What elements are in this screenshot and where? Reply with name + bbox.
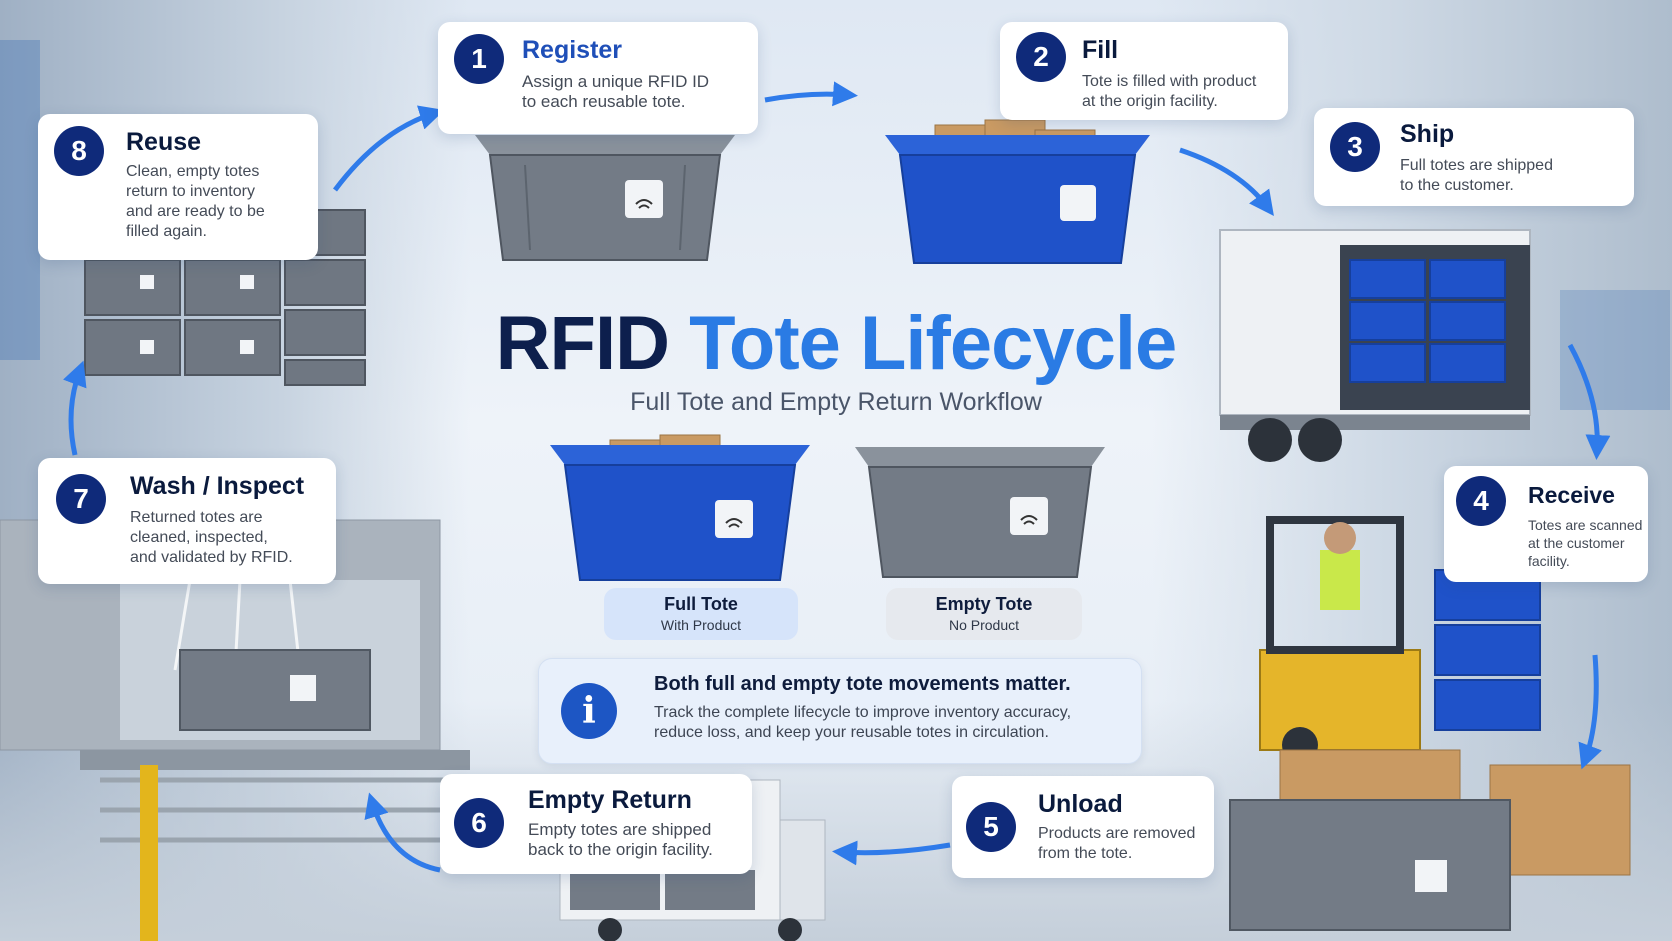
rfid-tag-icon	[290, 675, 316, 701]
info-text: Track the complete lifecycle to improve …	[654, 704, 1072, 741]
info-icon: i	[561, 683, 617, 739]
empty-tote-label: Empty Tote No Product	[886, 588, 1082, 640]
rfid-tag-icon	[1060, 185, 1096, 221]
arrow-icon	[333, 105, 445, 192]
arrow-icon	[832, 840, 951, 866]
fill-tote-image	[885, 119, 1150, 264]
register-tote-image	[475, 135, 735, 261]
arrow-icon	[1179, 147, 1274, 217]
info-callout: i Both full and empty tote movements mat…	[538, 658, 1142, 764]
step-title: Ship	[1400, 120, 1455, 148]
step-number-badge: 4	[1456, 476, 1506, 526]
step-title: Wash / Inspect	[130, 472, 305, 500]
arrow-icon	[63, 360, 87, 456]
step-title: Unload	[1038, 790, 1123, 818]
arrow-icon	[1578, 654, 1602, 770]
step-title: Reuse	[126, 128, 202, 156]
arrow-icon	[1567, 343, 1611, 460]
step-title: Register	[522, 36, 623, 64]
full-tote-image	[550, 434, 810, 581]
step-title: Receive	[1528, 482, 1615, 508]
step-number-badge: 1	[454, 34, 504, 84]
unload-conveyor-image	[1229, 749, 1631, 931]
empty-tote-image	[855, 447, 1105, 578]
step-number-badge: 7	[56, 474, 106, 524]
step-title: Empty Return	[528, 786, 692, 814]
rfid-tag-icon	[1415, 860, 1447, 892]
step-number-badge: 6	[454, 798, 504, 848]
step-number-badge: 3	[1330, 122, 1380, 172]
full-tote-label: Full Tote With Product	[604, 588, 798, 640]
page-title: RFID Tote Lifecycle	[495, 301, 1178, 386]
step-number-badge: 5	[966, 802, 1016, 852]
step-number-badge: 8	[54, 126, 104, 176]
arrow-icon	[764, 81, 858, 107]
delivery-truck-image	[1219, 229, 1531, 462]
forklift-image	[1259, 516, 1541, 763]
warehouse-rack	[1560, 290, 1670, 410]
info-heading: Both full and empty tote movements matte…	[654, 673, 1071, 695]
arrow-icon	[364, 792, 441, 873]
page-subtitle: Full Tote and Empty Return Workflow	[630, 388, 1042, 416]
warehouse-rack	[0, 40, 40, 360]
step-title: Fill	[1082, 36, 1119, 64]
step-number-badge: 2	[1016, 32, 1066, 82]
